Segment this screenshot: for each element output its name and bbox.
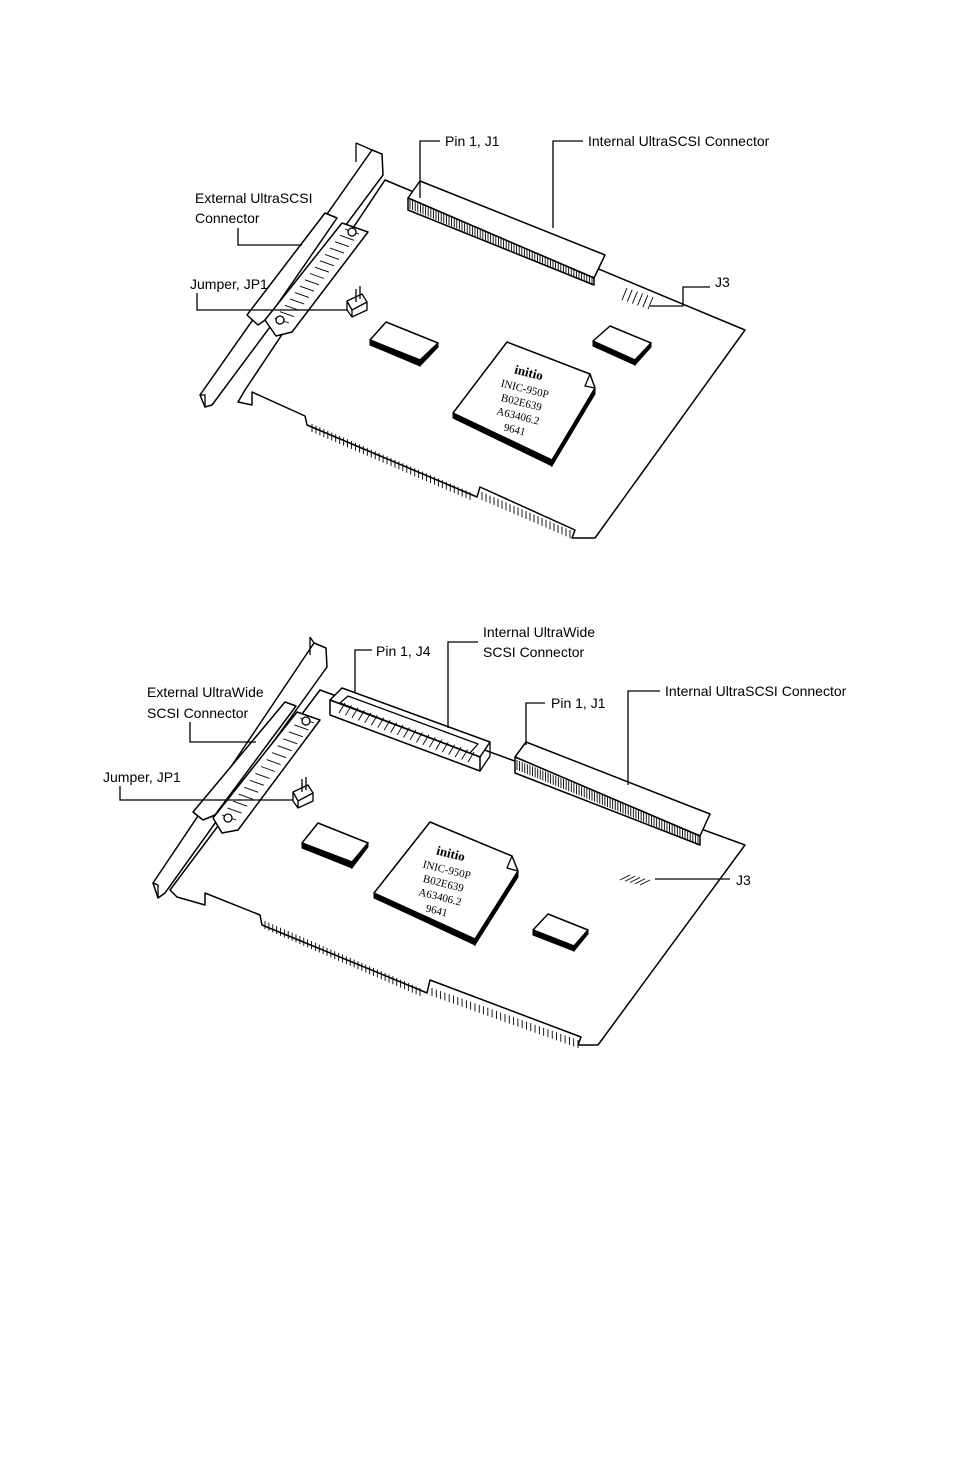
jumper-jp1 <box>292 784 314 809</box>
edge-connector-fingers-1 <box>311 424 571 538</box>
mount-hole <box>301 716 311 726</box>
edge-connector-fingers-2 <box>264 921 579 1048</box>
figure-1-callouts: Pin 1, J1 Internal UltraSCSI Connector E… <box>190 133 770 311</box>
external-connector-pins-2 <box>221 717 315 821</box>
figure-1-board: initio INIC-950P B02E639 A63406.2 9641 <box>199 142 746 539</box>
label-external-scsi-connector: SCSI Connector <box>147 705 248 721</box>
figure-2-board: initio INIC-950P B02E639 A63406.2 9641 <box>152 636 746 1048</box>
label-pin1-j1: Pin 1, J1 <box>551 695 606 711</box>
external-ultrascsi-connector <box>246 212 338 326</box>
label-jumper-jp1: Jumper, JP1 <box>190 276 268 292</box>
j3-header <box>621 287 654 310</box>
mount-hole <box>223 813 233 823</box>
internal-ultrawide-connector <box>329 687 491 772</box>
jumper-jp1 <box>346 293 368 318</box>
figure-2-callouts: Pin 1, J4 Internal UltraWide SCSI Connec… <box>103 624 847 888</box>
pcb-board <box>237 179 746 539</box>
label-pin1-j1: Pin 1, J1 <box>445 133 500 149</box>
chip-date: 9641 <box>502 422 526 439</box>
label-pin1-j4: Pin 1, J4 <box>376 643 431 659</box>
chip-brand: initio <box>513 362 545 384</box>
chip-brand: initio <box>435 843 467 865</box>
label-j3: J3 <box>736 872 751 888</box>
label-external-ultrascsi: External UltraSCSI <box>195 190 312 206</box>
mount-hole <box>347 227 357 237</box>
label-scsi-connector: SCSI Connector <box>483 644 584 660</box>
chip-date: 9641 <box>424 903 448 920</box>
label-internal-ultrawide: Internal UltraWide <box>483 624 595 640</box>
internal-ultrascsi-connector <box>407 180 606 286</box>
external-connector-pins-1 <box>274 228 360 324</box>
label-jumper-jp1: Jumper, JP1 <box>103 769 181 785</box>
j3-header <box>619 874 651 886</box>
label-external-ultrawide: External UltraWide <box>147 684 264 700</box>
label-external-connector: Connector <box>195 210 260 226</box>
label-j3: J3 <box>715 274 730 290</box>
label-internal-ultrascsi-connector: Internal UltraSCSI Connector <box>665 683 847 699</box>
mount-hole <box>275 315 285 325</box>
label-internal-ultrascsi-connector: Internal UltraSCSI Connector <box>588 133 770 149</box>
external-ultrawide-connector <box>192 701 297 821</box>
internal-ultrascsi-connector <box>514 741 711 846</box>
